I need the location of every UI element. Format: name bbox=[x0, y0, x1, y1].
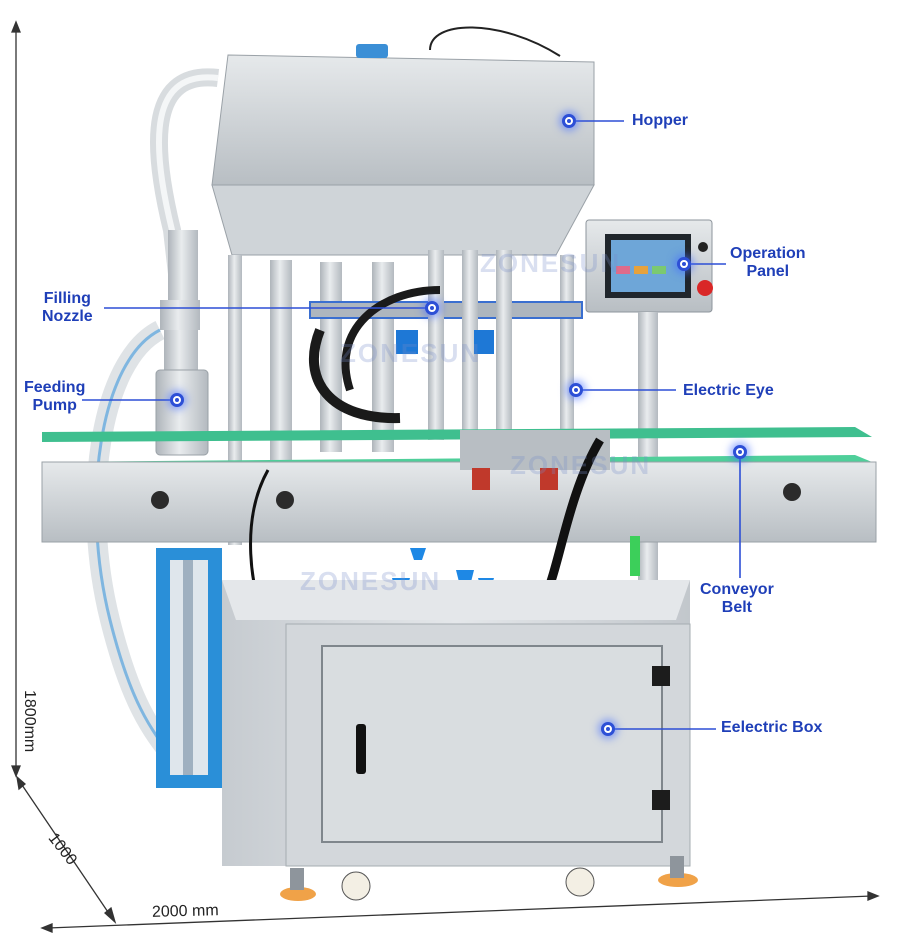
electric-eye-marker bbox=[569, 383, 583, 397]
filling-nozzle-marker bbox=[425, 301, 439, 315]
conveyor-belt-label: Conveyor Belt bbox=[700, 581, 774, 616]
filling-nozzles bbox=[308, 250, 512, 440]
conveyor-belt-marker bbox=[733, 445, 747, 459]
electric-box-label: Eelectric Box bbox=[721, 719, 823, 736]
watermark-top: ZONESUN bbox=[480, 248, 622, 278]
width-dimension-label: 2000 mm bbox=[151, 902, 219, 921]
watermark-right: ZONESUN bbox=[510, 450, 652, 480]
conveyor bbox=[41, 427, 877, 631]
caster-wheels bbox=[280, 856, 698, 901]
operation-panel-marker bbox=[677, 257, 691, 271]
feeding-hose bbox=[86, 68, 220, 767]
filling-nozzle-label: Filling Nozzle bbox=[42, 290, 93, 325]
operation-panel-box bbox=[585, 219, 713, 617]
height-dimension-label: 1800mm bbox=[21, 690, 38, 753]
electric-box-marker bbox=[601, 722, 615, 736]
watermark-middle: ZONESUN bbox=[340, 338, 482, 368]
watermark-lower: ZONESUN bbox=[300, 566, 442, 596]
feeding-pump-marker bbox=[170, 393, 184, 407]
operation-panel-label: Operation Panel bbox=[730, 245, 806, 280]
feeding-pump-label: Feeding Pump bbox=[24, 379, 86, 414]
pneumatic-cylinder bbox=[156, 548, 222, 788]
hopper-marker bbox=[562, 114, 576, 128]
leader-lines bbox=[82, 120, 741, 730]
electric-box-cabinet bbox=[222, 580, 691, 867]
electric-eye-label: Electric Eye bbox=[683, 382, 774, 399]
hopper-label: Hopper bbox=[632, 112, 688, 129]
dimension-lines bbox=[11, 20, 880, 933]
hopper-body bbox=[211, 26, 595, 256]
feeding-pump-body bbox=[155, 230, 209, 456]
